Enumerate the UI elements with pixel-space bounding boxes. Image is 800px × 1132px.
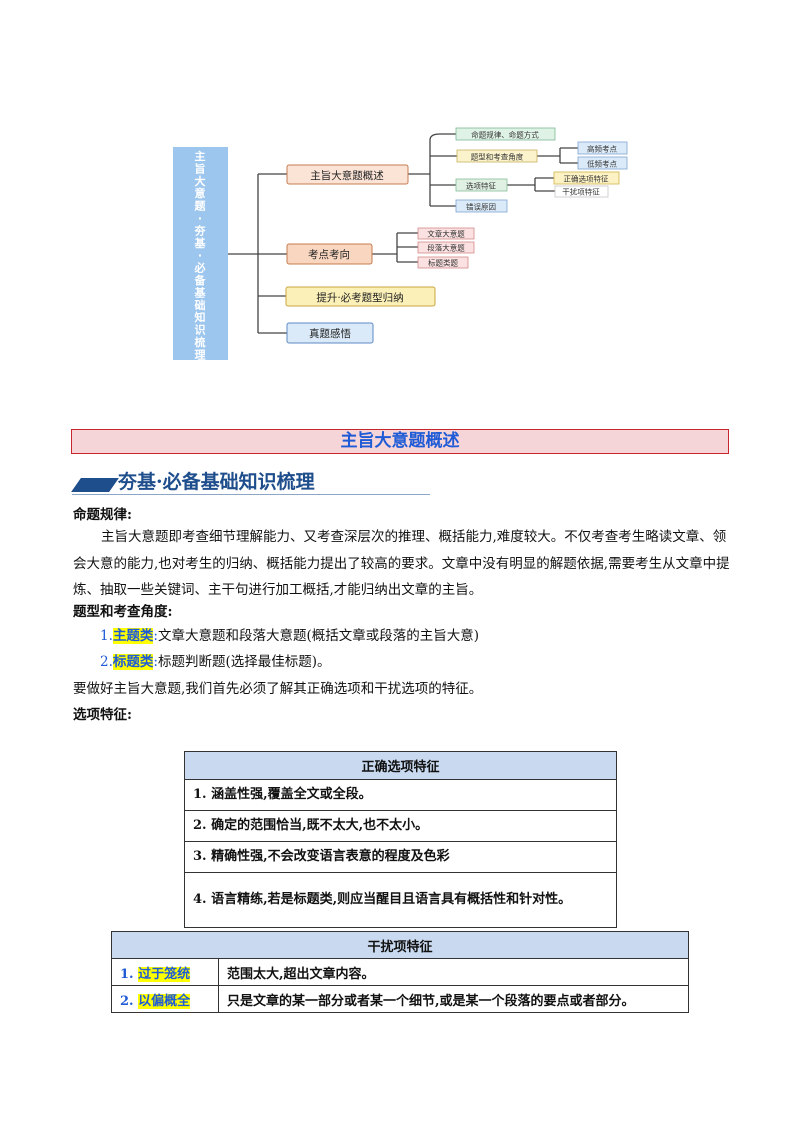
svg-text:标题类题: 标题类题 xyxy=(428,258,458,268)
mindmap-node-low-freq: 低频考点 xyxy=(577,156,628,170)
mind-map: 主旨大意题·夯基·必备基础知识梳理 主旨大意题概述 考点考向 提升·必考题型归纳… xyxy=(173,127,628,361)
type-item: 2.标题类:标题判断题(选择最佳标题)。 xyxy=(100,650,331,674)
distractor-number: 2. xyxy=(120,993,134,1009)
type-item-name: 标题类 xyxy=(112,654,154,670)
mindmap-node-distractor-features: 干扰项特征 xyxy=(554,185,609,198)
mindmap-root-char: · xyxy=(198,212,202,225)
table-row: 4. 语言精练,若是标题类,则应当醒目且语言具有概括性和针对性。 xyxy=(184,872,617,928)
mindmap-root-char: 理 xyxy=(195,348,206,361)
distractor-features-table: 干扰项特征 1. 过于笼统 范围太大,超出文章内容。 2. 以偏概全 只是文章的… xyxy=(111,931,689,1013)
section-banner: 夯基·必备基础知识梳理 xyxy=(71,466,432,496)
mindmap-root-char: 识 xyxy=(195,324,206,337)
mindmap-root-char: 础 xyxy=(195,298,206,312)
feature-heading: 选项特征: xyxy=(73,707,132,723)
mindmap-root-char: 题 xyxy=(195,200,207,213)
mindmap-root-char: 主 xyxy=(195,149,206,163)
type-item-number: 2. xyxy=(100,654,113,670)
mindmap-root-char: 大 xyxy=(195,174,206,188)
mindmap-node-error-reasons: 错误原因 xyxy=(455,199,508,213)
distractor-desc: 只是文章的某一部分或者某一个细节,或是某一个段落的要点或者部分。 xyxy=(218,985,689,1013)
svg-text:错误原因: 错误原因 xyxy=(466,202,496,212)
mindmap-root-box xyxy=(173,147,228,360)
type-item: 1.主题类:文章大意题和段落大意题(概括文章或段落的主旨大意) xyxy=(100,624,479,648)
distractor-name-cell: 2. 以偏概全 xyxy=(111,985,219,1013)
mindmap-root-char: 夯 xyxy=(194,223,207,237)
table-row: 2. 确定的范围恰当,既不太大,也不太小。 xyxy=(184,810,617,842)
rule-heading: 命题规律: xyxy=(73,507,132,523)
svg-text:提升·必考题型归纳: 提升·必考题型归纳 xyxy=(316,291,403,304)
svg-text:高频考点: 高频考点 xyxy=(587,144,617,154)
type-note: 要做好主旨大意题,我们首先必须了解其正确选项和干扰选项的特征。 xyxy=(73,681,483,697)
distractor-number: 1. xyxy=(120,966,134,982)
type-item-desc: 标题判断题(选择最佳标题)。 xyxy=(157,654,331,670)
svg-text:干扰项特征: 干扰项特征 xyxy=(562,187,600,197)
mindmap-root-char: 意 xyxy=(195,186,206,200)
mindmap-node-exam-points: 考点考向 xyxy=(286,243,373,265)
mindmap-node-improve: 提升·必考题型归纳 xyxy=(285,286,436,307)
mindmap-root-char: 必 xyxy=(194,261,206,275)
mindmap-node-real-exam: 真题感悟 xyxy=(286,322,374,344)
svg-text:文章大意题: 文章大意题 xyxy=(427,229,465,239)
type-item-desc: 文章大意题和段落大意题(概括文章或段落的主旨大意) xyxy=(157,628,479,644)
mindmap-node-types: 题型和考查角度 xyxy=(456,149,538,163)
mindmap-node-title-questions: 标题类题 xyxy=(417,256,469,269)
svg-text:低频考点: 低频考点 xyxy=(587,159,617,169)
svg-text:考点考向: 考点考向 xyxy=(308,248,350,261)
svg-text:选项特征: 选项特征 xyxy=(466,181,496,191)
table-row: 3. 精确性强,不会改变语言表意的程度及色彩 xyxy=(184,841,617,873)
mindmap-root-char: 基 xyxy=(194,236,207,250)
correct-features-table: 正确选项特征 1. 涵盖性强,覆盖全文或全段。 2. 确定的范围恰当,既不太大,… xyxy=(184,751,617,928)
svg-text:真题感悟: 真题感悟 xyxy=(309,327,351,340)
section-title: 主旨大意题概述 xyxy=(71,429,729,454)
mindmap-node-option-features: 选项特征 xyxy=(455,178,508,192)
banner-underline xyxy=(72,494,430,495)
mindmap-node-article-main-idea: 文章大意题 xyxy=(417,227,475,240)
mindmap-node-high-freq: 高频考点 xyxy=(577,141,628,155)
mindmap-root-char: 基 xyxy=(194,285,207,299)
mindmap-root-char: 知 xyxy=(194,310,206,324)
table-row: 1. 涵盖性强,覆盖全文或全段。 xyxy=(184,779,617,811)
rule-paragraph-text: 主旨大意题即考查细节理解能力、又考查深层次的推理、概括能力,难度较大。不仅考查考… xyxy=(73,529,730,598)
mindmap-node-paragraph-main-idea: 段落大意题 xyxy=(417,241,475,254)
svg-text:命题规律、命题方式: 命题规律、命题方式 xyxy=(471,130,539,140)
distractor-features-header: 干扰项特征 xyxy=(111,931,689,959)
type-item-name: 主题类 xyxy=(112,628,154,644)
type-item-number: 1. xyxy=(100,628,113,644)
table-row: 2. 以偏概全 只是文章的某一部分或者某一个细节,或是某一个段落的要点或者部分。 xyxy=(111,985,689,1013)
distractor-name: 过于笼统 xyxy=(138,966,191,982)
rule-paragraph: 主旨大意题即考查细节理解能力、又考查深层次的推理、概括能力,难度较大。不仅考查考… xyxy=(73,524,733,604)
mindmap-root-label: 主旨大意题·夯基·必备基础知识梳理 xyxy=(194,149,207,361)
svg-text:正确选项特征: 正确选项特征 xyxy=(564,174,609,184)
type-item-colon: : xyxy=(153,654,158,670)
distractor-name-cell: 1. 过于笼统 xyxy=(111,958,219,986)
mindmap-connector xyxy=(429,133,456,141)
banner-title: 夯基·必备基础知识梳理 xyxy=(118,471,315,493)
mindmap-node-rules: 命题规律、命题方式 xyxy=(455,127,556,141)
svg-text:主旨大意题概述: 主旨大意题概述 xyxy=(310,169,384,182)
mindmap-root-char: 梳 xyxy=(194,335,206,349)
mindmap-node-overview: 主旨大意题概述 xyxy=(286,164,409,185)
mindmap-root-char: · xyxy=(198,249,202,262)
distractor-name: 以偏概全 xyxy=(138,993,191,1009)
table-row: 1. 过于笼统 范围太大,超出文章内容。 xyxy=(111,958,689,986)
mindmap-root-char: 旨 xyxy=(195,161,206,175)
mindmap-root-char: 备 xyxy=(194,273,207,287)
banner-bar-decoration xyxy=(71,478,119,492)
mindmap-node-correct-features: 正确选项特征 xyxy=(553,171,620,185)
distractor-desc: 范围太大,超出文章内容。 xyxy=(218,958,689,986)
correct-features-header: 正确选项特征 xyxy=(184,751,617,780)
type-heading: 题型和考查角度: xyxy=(73,604,173,620)
svg-text:段落大意题: 段落大意题 xyxy=(427,243,465,253)
type-item-colon: : xyxy=(153,628,158,644)
svg-text:题型和考查角度: 题型和考查角度 xyxy=(471,152,524,162)
